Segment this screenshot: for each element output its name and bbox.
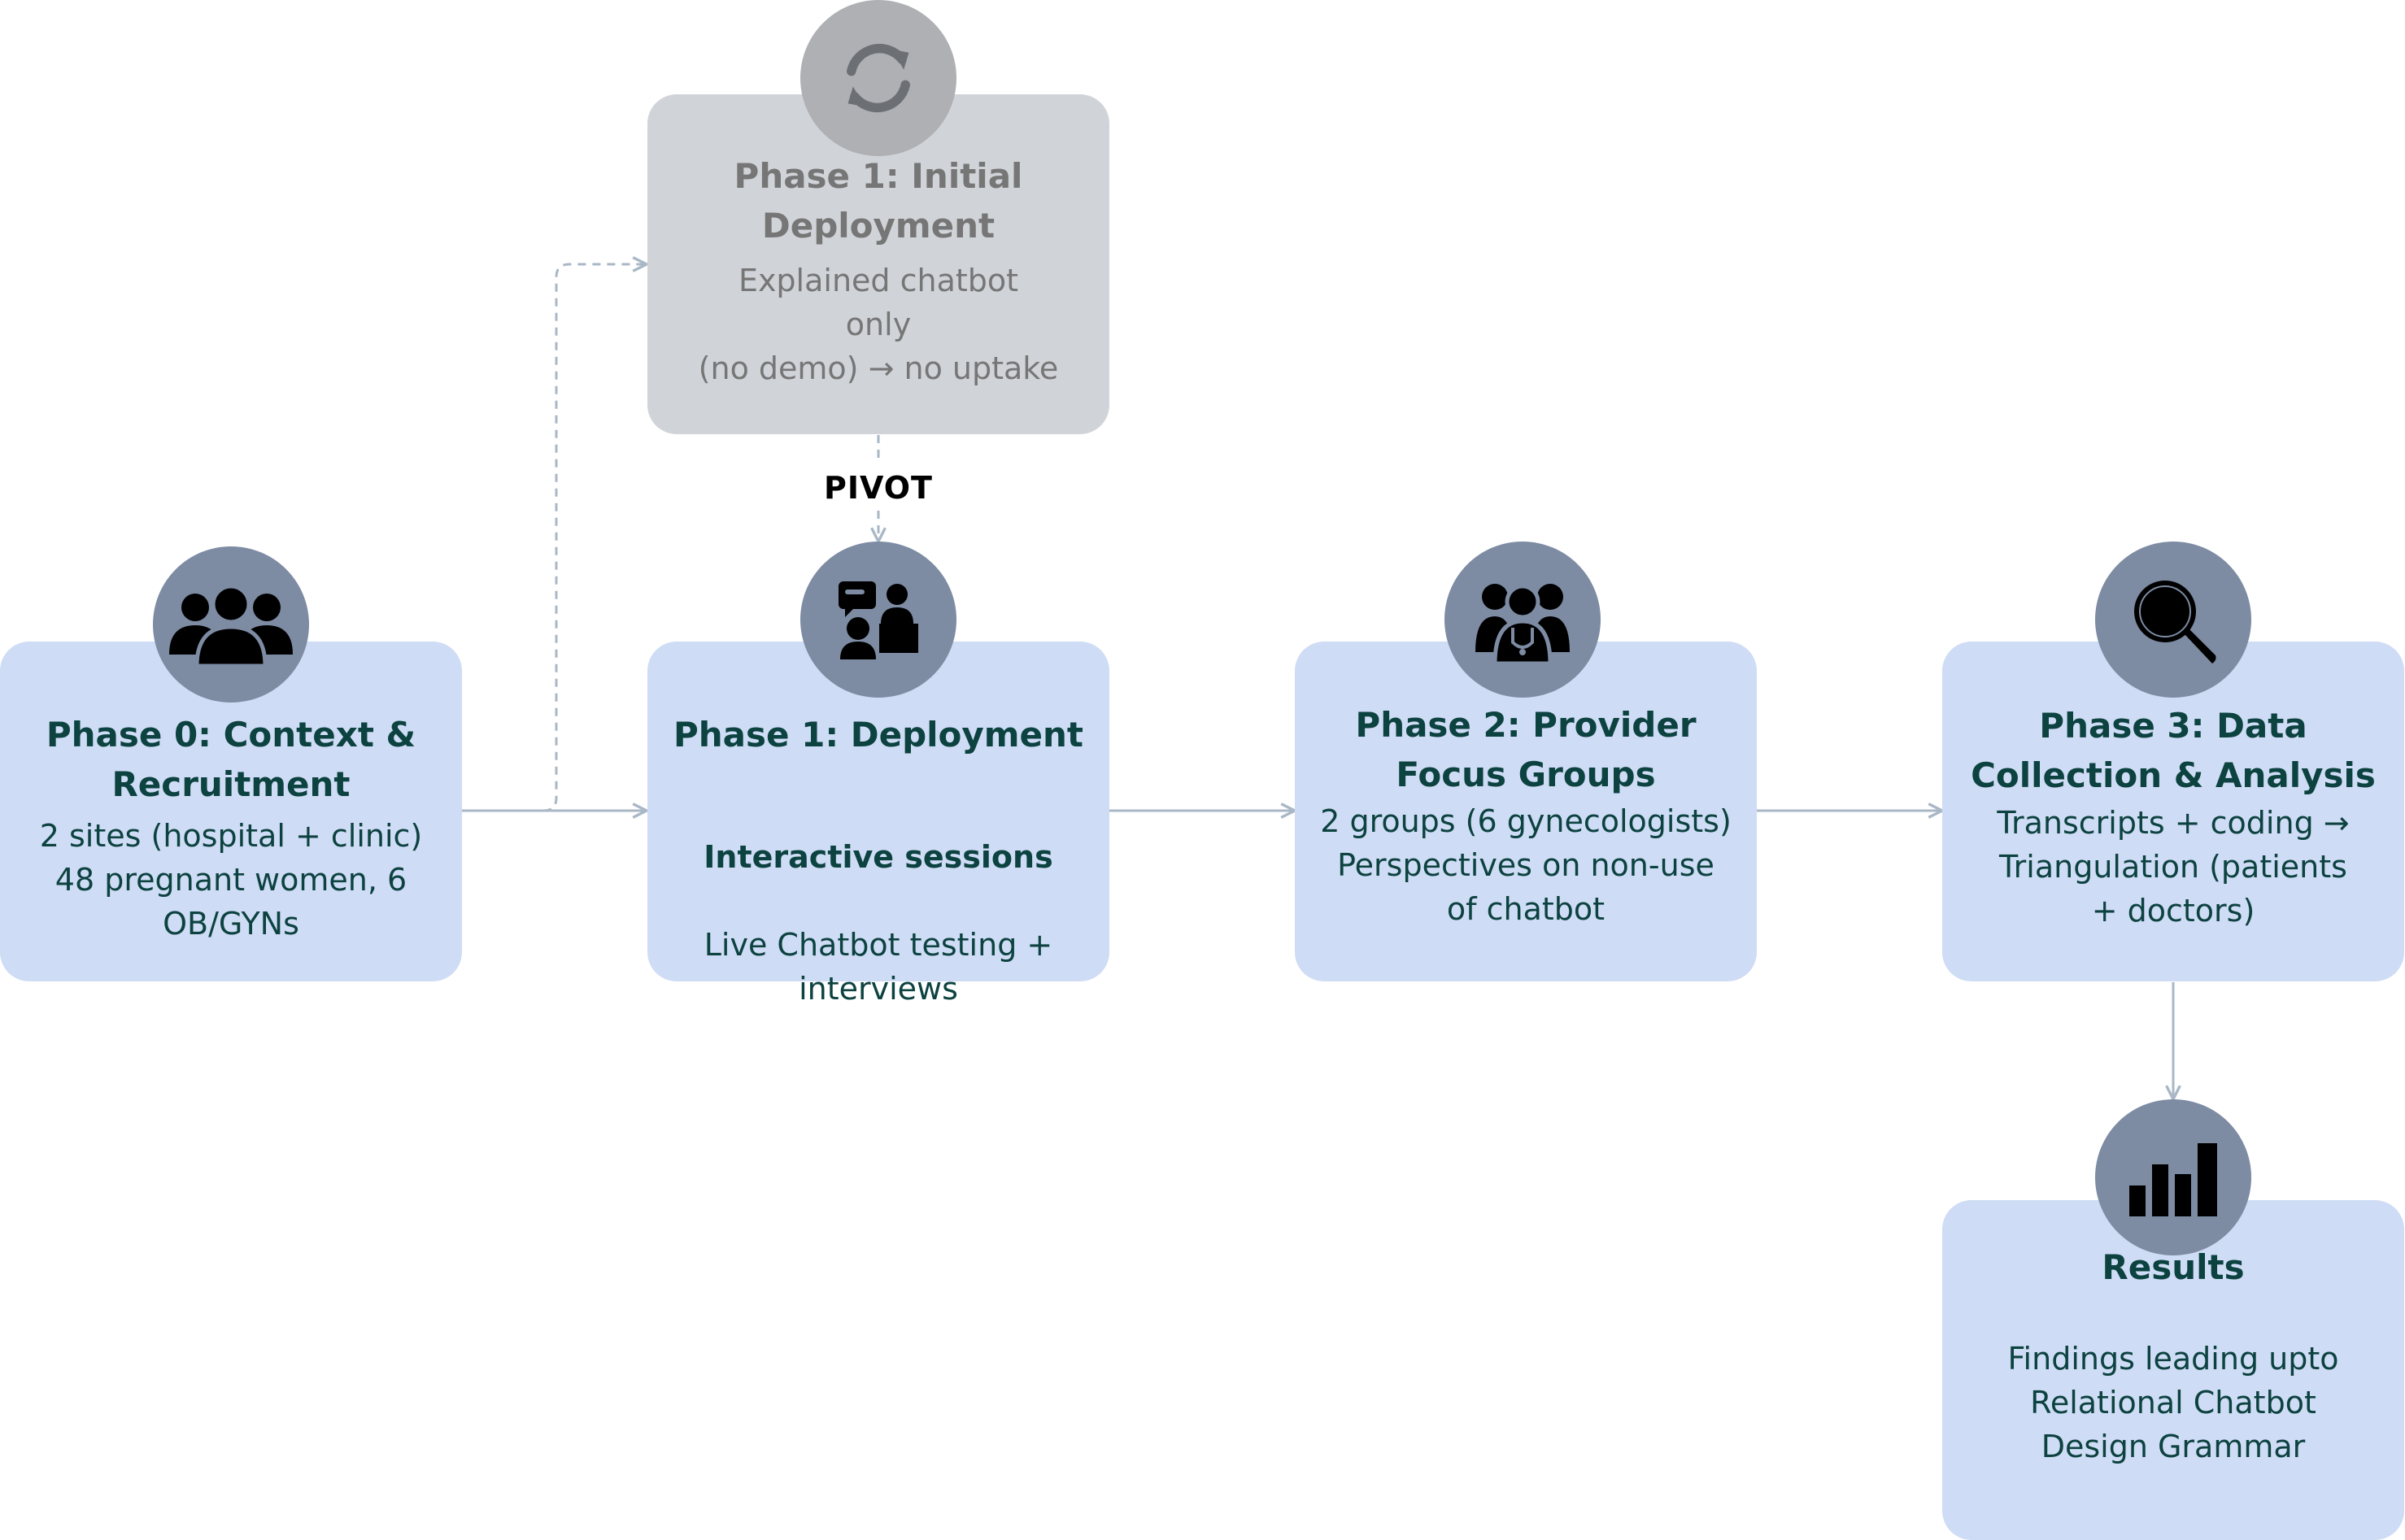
phase3-body: Transcripts + coding → Triangulation (pa…: [1997, 805, 2350, 929]
refresh-icon: [800, 0, 956, 156]
phase0-box: Phase 0: Context & Recruitment 2 sites (…: [0, 642, 462, 981]
phase2-title: Phase 2: Provider Focus Groups: [1355, 705, 1697, 794]
phase1-initial-body: Explained chatbot only (no demo) → no up…: [698, 263, 1059, 386]
phase1-subtitle: Interactive sessions: [704, 839, 1053, 875]
phase2-box: Phase 2: Provider Focus Groups 2 groups …: [1295, 642, 1757, 981]
phase1-initial-box: Phase 1: Initial Deployment Explained ch…: [647, 94, 1109, 434]
phase1-initial-title: Phase 1: Initial Deployment: [734, 156, 1023, 246]
phase1-box: Phase 1: Deployment Interactive sessions…: [647, 642, 1109, 1007]
phase1-content: Interactive sessions Live Chatbot testin…: [647, 791, 1109, 1011]
results-box: Results Findings leading upto Relational…: [1942, 1200, 2404, 1540]
users-group-icon: [153, 546, 309, 703]
phase1-body: Live Chatbot testing + interviews: [704, 927, 1053, 1007]
bar-chart-icon: [2095, 1099, 2251, 1255]
phase0-title: Phase 0: Context & Recruitment: [46, 715, 416, 804]
phase1-title: Phase 1: Deployment: [673, 715, 1084, 755]
phase3-title: Phase 3: Data Collection & Analysis: [1971, 706, 2376, 795]
doctors-group-icon: [1444, 542, 1601, 698]
presentation-icon: [800, 542, 956, 698]
magnifier-icon: [2095, 542, 2251, 698]
phase2-body: 2 groups (6 gynecologists) Perspectives …: [1320, 803, 1732, 927]
results-body: Findings leading upto Relational Chatbot…: [2007, 1341, 2339, 1464]
dashed-arrow-phase0-to-initial: [542, 264, 647, 812]
phase0-body: 2 sites (hospital + clinic) 48 pregnant …: [39, 818, 423, 942]
phase3-box: Phase 3: Data Collection & Analysis Tran…: [1942, 642, 2404, 981]
pivot-label: PIVOT: [824, 470, 933, 506]
